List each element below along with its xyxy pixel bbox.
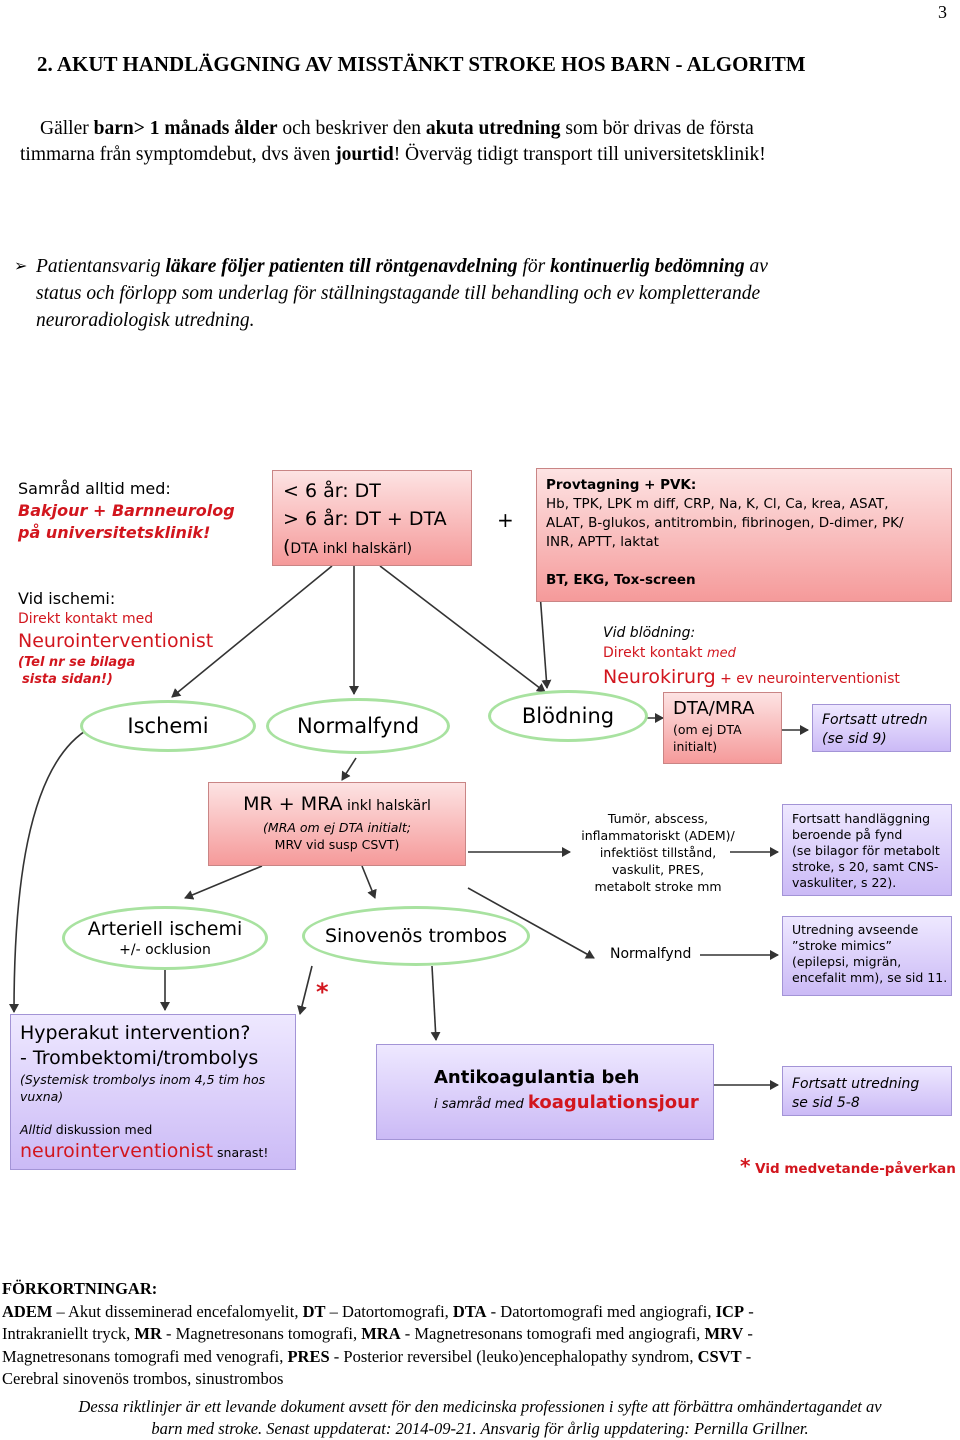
arrow-mr-arteriell	[184, 865, 263, 900]
fortsatt-utredning-box: Fortsatt utredning se sid 5-8	[782, 1066, 952, 1116]
blodning-note: Vid blödning: Direkt kontakt med Neuroki…	[603, 625, 900, 688]
hyperakut-box: Hyperakut intervention? - Trombektomi/tr…	[10, 1014, 296, 1170]
abbr-term: ICP	[715, 1301, 745, 1321]
abbr-term: MRA	[361, 1324, 401, 1343]
abbreviations-line-1: ADEM – Akut disseminerad encefalomyelit,…	[2, 1301, 957, 1324]
antikoagulantia-box: Antikoagulantia beh i samråd med koagula…	[376, 1044, 714, 1140]
arrow-mr-sinovenos	[361, 865, 377, 899]
normalfynd-node: Normalfynd	[266, 698, 450, 754]
fortsatt-utredn-box: Fortsatt utredn (se sid 9)	[812, 704, 951, 752]
arrow-mr-normalfynd	[467, 887, 595, 959]
dta-mra-box: DTA/MRA (om ej DTA initialt)	[663, 692, 782, 764]
arrow-dt-ischemi	[171, 565, 333, 698]
page-title: 2. AKUT HANDLÄGGNING AV MISSTÄNKT STROKE…	[37, 52, 806, 76]
fortsatt-handlaggning-box: Fortsatt handläggning beroende på fynd (…	[782, 804, 952, 896]
medvetande-note: * Vid medvetande-påverkan	[740, 1154, 956, 1178]
stroke-mimics-box: Utredning avseende ”stroke mimics” (epil…	[782, 916, 952, 996]
mr-box: MR + MRA inkl halskärl (MRA om ej DTA in…	[208, 782, 466, 866]
sinovenos-trombos-node: Sinovenös trombos	[302, 906, 530, 966]
abbr-definition: Magnetresonans tomografi med venografi,	[2, 1346, 288, 1366]
abbr-term: MR	[134, 1324, 162, 1343]
ischemi-node: Ischemi	[80, 700, 256, 752]
page-number: 3	[938, 2, 947, 22]
abbr-definition: - Magnetresonans tomografi med angiograf…	[400, 1324, 705, 1343]
abbr-term: ADEM	[2, 1301, 53, 1321]
abbr-definition: – Akut disseminerad encefalomyelit,	[52, 1301, 303, 1321]
abbreviations-line-3: Magnetresonans tomografi med venografi, …	[2, 1346, 957, 1369]
abbr-term: MRV	[704, 1324, 744, 1343]
arrow-normalfynd-mr	[341, 757, 357, 781]
arrow-sinovenos-antikoag	[430, 965, 441, 1041]
abbr-definition: Intrakraniellt tryck,	[2, 1324, 135, 1343]
intro-text: Gäller barn> 1 månads ålder och beskrive…	[20, 118, 766, 165]
abbreviations-line-2: Intrakraniellt tryck, MR - Magnetresonan…	[2, 1323, 957, 1346]
abbr-definition: - Posterior reversibel (leuko)encephalop…	[329, 1346, 698, 1366]
abbr-definition: - Datortomografi med angiografi,	[486, 1301, 716, 1321]
ischemi-note: Vid ischemi: Direkt kontakt med Neuroint…	[18, 589, 214, 687]
arrow-sinovenos-hyperakut	[297, 965, 313, 1015]
arrow-prov-blodning	[539, 592, 552, 689]
normalfynd-label: Normalfynd	[610, 946, 692, 962]
tumor-text: Tumör, abscess, inflammatoriskt (ADEM)/ …	[581, 811, 735, 894]
abbr-definition: -	[744, 1301, 754, 1321]
abbr-term: CSVT	[697, 1346, 742, 1366]
arrow-dt-blodning	[379, 565, 546, 693]
samrad-note: Samråd alltid med: Bakjour + Barnneurolo…	[18, 479, 235, 542]
footer: Dessa riktlinjer är ett levande dokument…	[78, 1397, 882, 1438]
abbr-term: DTA	[452, 1301, 487, 1321]
bullet-arrow-icon: ➢	[14, 256, 28, 275]
provtagning-box: Provtagning + PVK: Hb, TPK, LPK m diff, …	[536, 468, 952, 602]
bullet-text: Patientansvarig läkare följer patienten …	[36, 256, 768, 331]
abbr-definition: -	[743, 1324, 753, 1343]
abbreviations: FÖRKORTNINGAR: ADEM – Akut disseminerad …	[2, 1278, 957, 1391]
blodning-node: Blödning	[488, 690, 648, 742]
arteriell-ischemi-node: Arteriell ischemi +/- ocklusion	[62, 906, 268, 970]
abbr-definition: - Magnetresonans tomografi,	[161, 1324, 362, 1343]
abbr-definition: – Datortomografi,	[325, 1301, 453, 1321]
dt-box: < 6 år: DT > 6 år: DT + DTA (DTA inkl ha…	[272, 470, 472, 566]
arrow-ischemi-hyperakut	[9, 727, 91, 1013]
asterisk-mark: *	[316, 978, 329, 1006]
plus-sign: +	[497, 508, 514, 532]
abbr-term: DT	[302, 1301, 326, 1321]
abbr-term: PRES	[287, 1346, 330, 1366]
abbr-definition: -	[741, 1346, 752, 1366]
